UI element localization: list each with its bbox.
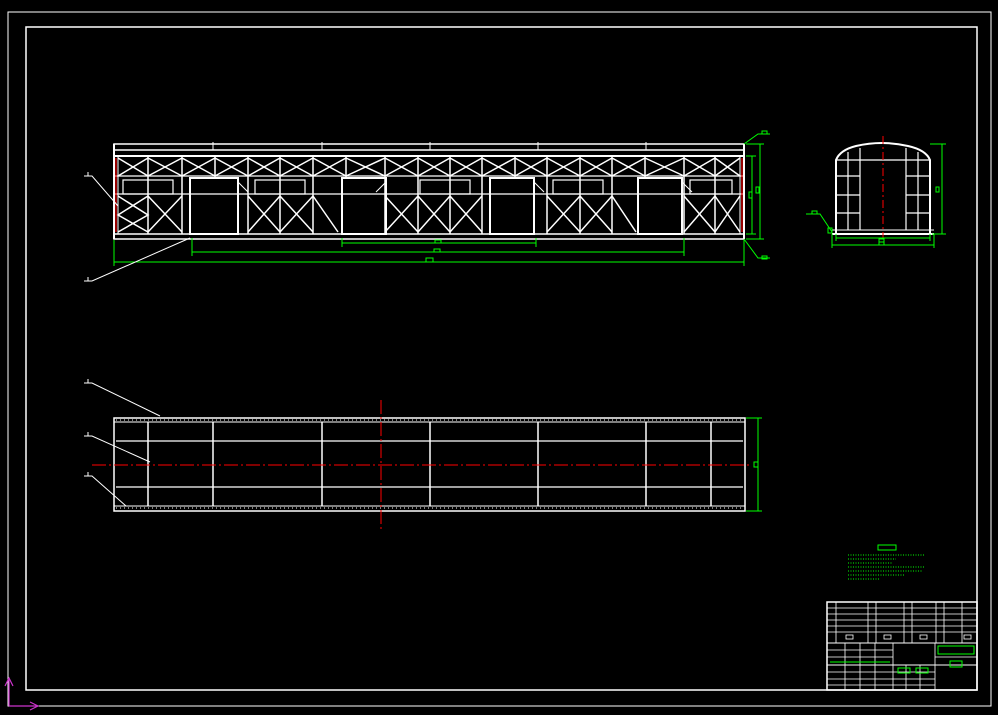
title-block[interactable] [826,601,978,691]
plan-view-dimensions [746,417,762,512]
front-view-leaders [84,172,191,282]
outer-border [7,11,992,707]
technical-notes [848,544,924,580]
sheet-frame [7,11,992,707]
title-block-highlights [830,645,975,674]
front-elevation-view[interactable] [113,142,745,240]
ucs-axis-icon [4,676,40,711]
front-view-red-marks [115,158,743,232]
plan-view-leaders [84,379,161,507]
front-view-dimensions [113,130,770,266]
inner-border [25,26,978,691]
end-view-dimensions [806,143,946,248]
